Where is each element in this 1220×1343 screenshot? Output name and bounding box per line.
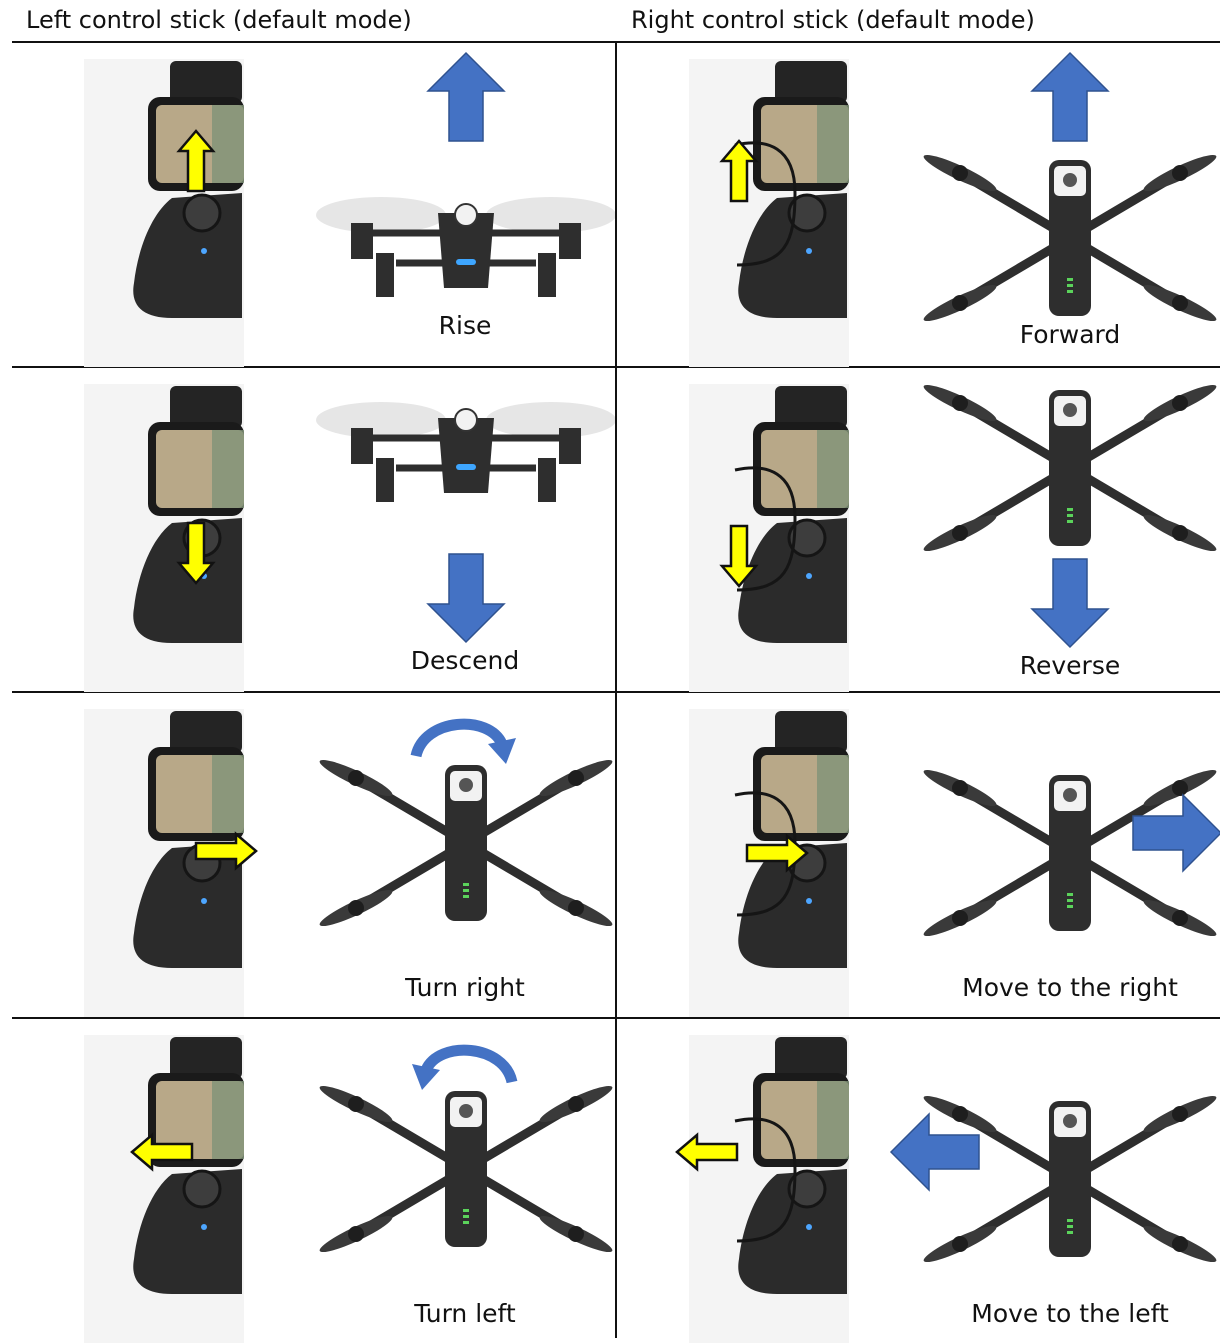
drone-top-view [923,154,1217,322]
stick-direction-arrow [745,833,809,873]
drone-motion-arrow [1132,793,1220,873]
right-stick-header: Right control stick (default mode) [631,6,1035,34]
stick-direction-arrow [176,521,216,585]
drone-top-view [319,759,613,927]
usb-cable [734,141,797,267]
rotate-counterclockwise-icon [412,1044,518,1090]
usb-cable [734,466,797,592]
control-cell-move-to-the-right: Move to the right [617,693,1220,1017]
stick-direction-arrow [176,129,216,193]
remote-controller [84,1035,244,1343]
rotate-clockwise-icon [410,718,516,764]
drone-motion-arrow [426,553,506,644]
drone-top-view [923,384,1217,552]
drone-motion-arrow [426,51,506,142]
control-cell-rise: Rise [12,43,615,367]
remote-controller [689,709,849,1017]
stick-direction-arrow [130,1132,194,1172]
drone-motion-arrow [1030,558,1110,649]
action-label: Forward [1019,320,1121,349]
remote-controller [689,59,849,367]
control-cell-move-to-the-left: Move to the left [617,1019,1220,1343]
drone-top-view [923,769,1217,937]
stick-direction-arrow [675,1132,739,1172]
left-stick-header: Left control stick (default mode) [26,6,412,34]
action-label: Move to the right [962,973,1178,1002]
drone-motion-arrow [1030,51,1110,142]
control-cell-turn-left: Turn left [12,1019,615,1343]
action-label: Turn left [414,1299,516,1328]
stick-direction-arrow [194,831,258,871]
control-cell-reverse: Reverse [617,368,1220,692]
remote-controller [84,709,244,1017]
control-cell-turn-right: Turn right [12,693,615,1017]
control-cell-descend: Descend [12,368,615,692]
drone-top-view [319,1085,613,1253]
stick-direction-arrow [719,524,759,588]
drone-motion-arrow [889,1112,980,1192]
action-label: Rise [438,311,492,340]
column-divider [615,42,617,1338]
action-label: Turn right [405,973,525,1002]
remote-controller [689,1035,849,1343]
action-label: Descend [410,646,520,675]
drone-front-view [316,197,615,297]
control-cell-forward: Forward [617,43,1220,367]
action-label: Reverse [1019,651,1121,680]
action-label: Move to the left [971,1299,1169,1328]
drone-front-view [316,402,615,502]
remote-controller [84,384,244,692]
remote-controller [689,384,849,692]
remote-controller [84,59,244,367]
usb-cable [734,1117,797,1243]
drone-top-view [923,1095,1217,1263]
stick-direction-arrow [719,139,759,203]
